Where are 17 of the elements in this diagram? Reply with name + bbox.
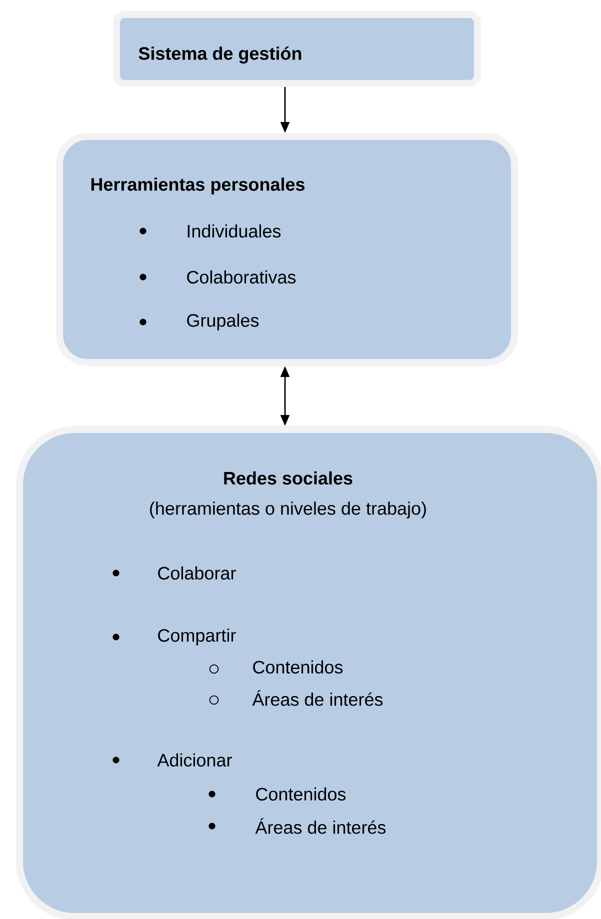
list-item: Contenidos	[253, 660, 343, 674]
list-item: (herramientas o niveles de trabajo)	[150, 502, 426, 518]
list-item: Áreas de interés	[255, 818, 386, 834]
rounded-box	[56, 133, 518, 366]
list-item: Compartir	[158, 628, 236, 646]
list-item: Colaborativas	[187, 270, 296, 284]
heading: Redes sociales	[224, 471, 352, 485]
list-item: Áreas de interés	[252, 690, 383, 706]
list-item: Contenidos	[256, 787, 346, 801]
list-item: Adicionar	[157, 753, 232, 767]
list-item: Grupales	[187, 314, 259, 330]
heading: Sistema de gestión	[138, 46, 302, 64]
rounded-box	[113, 11, 481, 87]
list-item: Individuales	[188, 224, 281, 238]
heading: Herramientas personales	[91, 178, 305, 194]
rounded-box	[16, 426, 601, 919]
list-item: Colaborar	[158, 566, 236, 580]
